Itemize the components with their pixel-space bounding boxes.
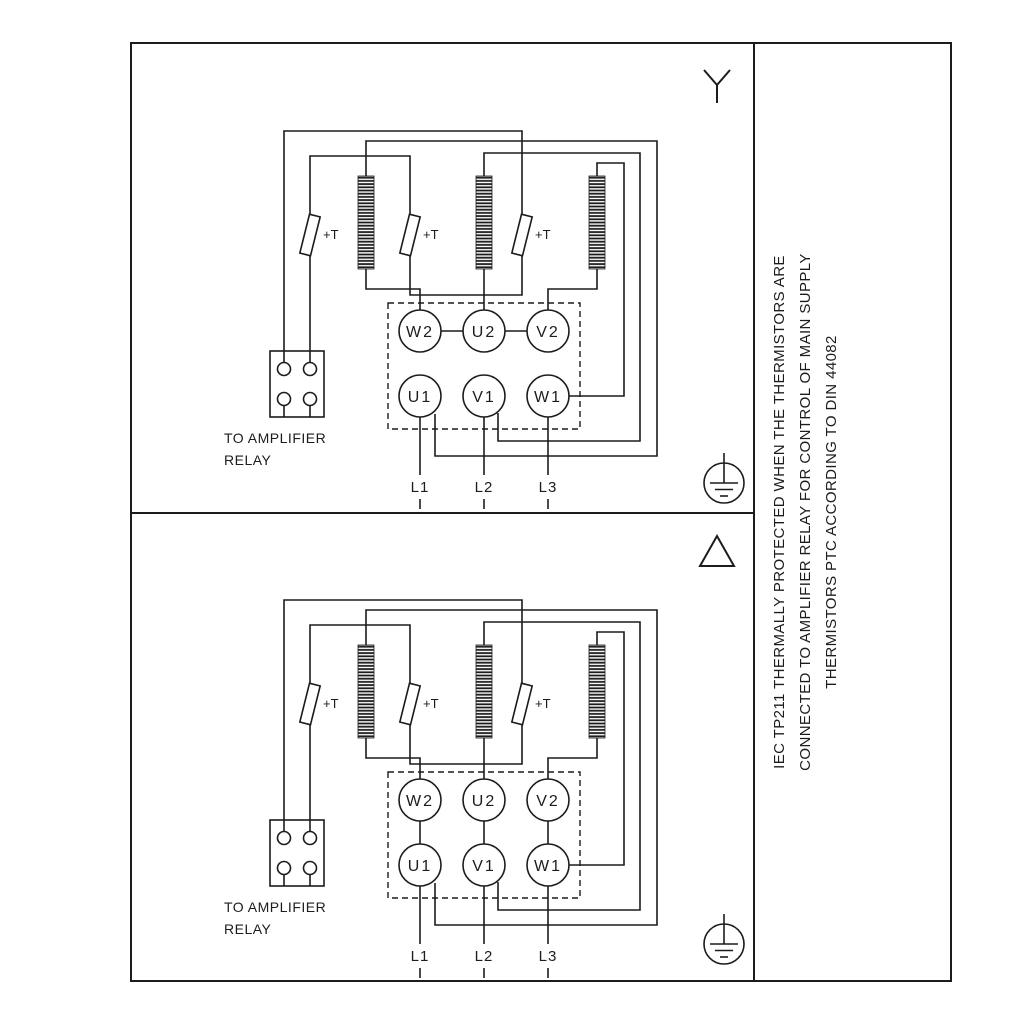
motor-windings (357, 644, 606, 739)
svg-text:W1: W1 (534, 858, 562, 875)
side-note-line-2: CONNECTED TO AMPLIFIER RELAY FOR CONTROL… (797, 253, 814, 771)
terminal-v2: V2 (526, 778, 570, 822)
terminals: W2 U2 V2 U1 (398, 778, 570, 887)
svg-text:V2: V2 (536, 324, 560, 341)
terminal-box-outline (387, 302, 581, 430)
delta-icon (698, 533, 736, 567)
svg-text:U1: U1 (408, 389, 432, 406)
terminal-v2: V2 (526, 309, 570, 353)
winding-return-wires (365, 609, 658, 926)
thermistor-ptc (298, 682, 322, 726)
thermistor-label: +T (323, 227, 339, 242)
thermistor-ptc (298, 213, 322, 257)
winding-to-terminal-wires (365, 738, 598, 779)
thermistor-label: +T (423, 696, 439, 711)
amplifier-relay-connector (269, 819, 325, 887)
side-note-line-3: THERMISTORS PTC ACCORDING TO DIN 44082 (823, 335, 840, 689)
supply-label-l1: L1 (411, 479, 430, 496)
ground-icon (703, 453, 745, 504)
thermistors: +T +T +T (298, 682, 551, 726)
relay-label-line1: TO AMPLIFIER (224, 899, 326, 915)
diagram-frame: +T +T +T W2 U2 (130, 42, 952, 982)
svg-text:V2: V2 (536, 793, 560, 810)
terminal-w1: W1 (526, 374, 570, 418)
terminal-box-outline (387, 771, 581, 899)
thermistors: +T +T +T (298, 213, 551, 257)
thermistor-ptc (398, 682, 422, 726)
svg-text:W1: W1 (534, 389, 562, 406)
supply-label-l3: L3 (539, 479, 558, 496)
thermistor-label: +T (323, 696, 339, 711)
thermistor-label: +T (535, 227, 551, 242)
thermistor-circuit-wires (283, 130, 523, 351)
svg-text:V1: V1 (472, 858, 496, 875)
terminal-u2: U2 (462, 778, 506, 822)
relay-label-line2: RELAY (224, 921, 272, 937)
thermistor-circuit-wires (283, 599, 523, 820)
delta-terminal-links (419, 821, 549, 844)
svg-text:W2: W2 (406, 793, 434, 810)
supply-leads (419, 417, 549, 509)
thermistor-ptc (398, 213, 422, 257)
svg-text:W2: W2 (406, 324, 434, 341)
motor-winding (475, 644, 493, 739)
motor-winding (357, 175, 375, 270)
star-icon (703, 69, 731, 103)
terminal-u1: U1 (398, 374, 442, 418)
thermistor-label: +T (423, 227, 439, 242)
thermistor-label: +T (535, 696, 551, 711)
star-panel: +T +T +T W2 U2 (132, 44, 755, 514)
supply-label-l2: L2 (475, 479, 494, 496)
supply-label-l3: L3 (539, 948, 558, 965)
supply-label-l2: L2 (475, 948, 494, 965)
terminal-u2: U2 (462, 309, 506, 353)
relay-label-line1: TO AMPLIFIER (224, 430, 326, 446)
motor-winding (588, 644, 606, 739)
terminals: W2 U2 V2 U1 (398, 309, 570, 418)
terminal-v1: V1 (462, 374, 506, 418)
side-note-strip: IEC TP211 THERMALLY PROTECTED WHEN THE T… (755, 44, 950, 980)
motor-windings (357, 175, 606, 270)
thermistor-ptc (510, 682, 534, 726)
svg-text:V1: V1 (472, 389, 496, 406)
svg-text:U2: U2 (472, 324, 496, 341)
motor-winding (475, 175, 493, 270)
terminal-w2: W2 (398, 778, 442, 822)
star-schematic: +T +T +T W2 U2 (224, 69, 745, 509)
terminal-w1: W1 (526, 843, 570, 887)
svg-text:U2: U2 (472, 793, 496, 810)
supply-label-l1: L1 (411, 948, 430, 965)
motor-winding (588, 175, 606, 270)
amplifier-relay-connector (269, 350, 325, 418)
svg-text:U1: U1 (408, 858, 432, 875)
terminal-v1: V1 (462, 843, 506, 887)
side-note-line-1: IEC TP211 THERMALLY PROTECTED WHEN THE T… (771, 255, 788, 769)
motor-winding (357, 644, 375, 739)
terminal-u1: U1 (398, 843, 442, 887)
delta-panel: +T +T +T W2 U2 (132, 514, 755, 980)
relay-label-line2: RELAY (224, 452, 272, 468)
delta-schematic: +T +T +T W2 U2 (224, 533, 745, 978)
winding-to-terminal-wires (365, 269, 598, 310)
supply-leads (419, 886, 549, 978)
ground-icon (703, 914, 745, 965)
thermistor-ptc (510, 213, 534, 257)
winding-return-wires (365, 140, 658, 457)
terminal-w2: W2 (398, 309, 442, 353)
side-note: IEC TP211 THERMALLY PROTECTED WHEN THE T… (755, 44, 950, 980)
